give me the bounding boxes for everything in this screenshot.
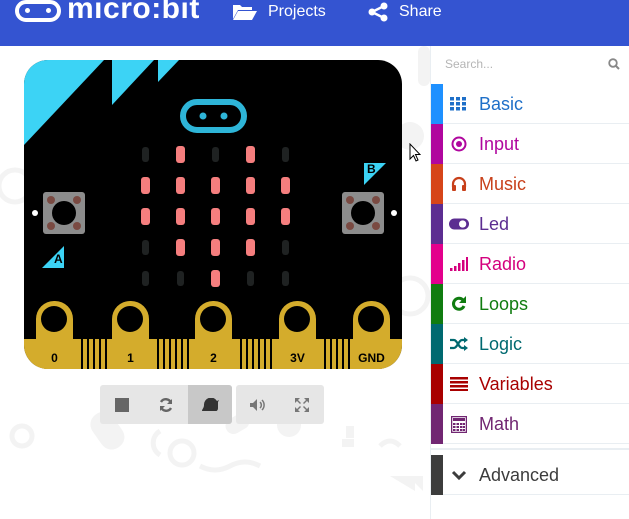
led-3-4 <box>282 240 289 255</box>
block-toolbox: Basic Input Music Led Radio Loops Logic … <box>430 46 629 519</box>
simulator-area: B A 0 1 2 3V GND <box>0 46 430 519</box>
category-label: Led <box>479 214 510 234</box>
restart-button[interactable] <box>144 385 188 424</box>
led-3-1 <box>176 239 185 256</box>
category-label: Advanced <box>479 465 560 485</box>
led-1-0 <box>141 177 150 194</box>
simulator-options <box>236 385 324 424</box>
board-corner-accents <box>24 60 386 268</box>
target-icon <box>449 135 469 153</box>
category-label: Basic <box>479 94 524 114</box>
category-radio[interactable]: Radio <box>431 244 629 284</box>
fullscreen-button[interactable] <box>280 385 324 424</box>
search-input[interactable] <box>445 57 595 71</box>
toolbox-separator <box>431 448 629 450</box>
led-2-3 <box>246 208 255 225</box>
button-a-indicator <box>32 210 38 216</box>
pin-0[interactable]: 0 <box>36 301 73 369</box>
chevron-down-icon <box>449 466 469 484</box>
led-4-1 <box>177 271 184 286</box>
category-loops[interactable]: Loops <box>431 284 629 324</box>
led-0-2 <box>212 147 219 162</box>
projects-button[interactable]: Projects <box>232 0 326 24</box>
shuffle-icon <box>449 335 469 353</box>
share-label: Share <box>399 3 442 20</box>
category-variables[interactable]: Variables <box>431 364 629 404</box>
stop-button[interactable] <box>100 385 144 424</box>
share-icon <box>368 2 388 22</box>
led-1-1 <box>176 177 185 194</box>
button-a-label: A <box>54 252 63 266</box>
category-label: Loops <box>479 294 529 314</box>
lines-icon <box>449 375 469 393</box>
category-input[interactable]: Input <box>431 124 629 164</box>
led-0-4 <box>282 147 289 162</box>
toggle-icon <box>449 215 469 233</box>
signal-icon <box>449 255 469 273</box>
search-icon[interactable] <box>608 58 620 70</box>
fullscreen-icon <box>295 397 309 412</box>
slow-mo-button[interactable] <box>188 385 232 424</box>
toolbox-search <box>431 46 629 82</box>
led-0-3 <box>246 146 255 163</box>
folder-open-icon <box>233 5 257 20</box>
led-2-1 <box>176 208 185 225</box>
microbit-logo[interactable]: micro:bit <box>15 0 200 26</box>
led-1-3 <box>246 177 255 194</box>
mute-button[interactable] <box>236 385 280 424</box>
stop-icon <box>115 397 129 412</box>
microbit-badge-icon <box>15 0 61 22</box>
category-led[interactable]: Led <box>431 204 629 244</box>
button-b-label: B <box>367 162 376 176</box>
mouse-cursor-icon <box>409 143 421 162</box>
led-3-2 <box>211 239 220 256</box>
category-label: Input <box>479 134 520 154</box>
category-label: Radio <box>479 254 527 274</box>
category-label: Variables <box>479 374 553 394</box>
loop-icon <box>449 295 469 313</box>
pin-3v[interactable]: 3V <box>279 301 316 369</box>
restart-icon <box>159 397 173 412</box>
led-0-0 <box>142 147 149 162</box>
logo-text: micro:bit <box>67 0 200 25</box>
category-basic[interactable]: Basic <box>431 84 629 124</box>
pin-1[interactable]: 1 <box>112 301 149 369</box>
led-2-0 <box>141 208 150 225</box>
snail-icon <box>202 397 219 411</box>
category-math[interactable]: Math <box>431 404 629 444</box>
button-a[interactable] <box>43 192 85 234</box>
led-3-3 <box>246 239 255 256</box>
led-0-1 <box>176 146 185 163</box>
category-music[interactable]: Music <box>431 164 629 204</box>
pin-gnd[interactable]: GND <box>353 301 390 369</box>
led-4-4 <box>282 271 289 286</box>
microbit-board: B A 0 1 2 3V GND <box>24 60 402 369</box>
header-bar: micro:bit Projects Share <box>0 0 629 46</box>
category-label: Logic <box>479 334 523 354</box>
simulator-controls <box>100 385 232 424</box>
button-b-indicator <box>391 210 397 216</box>
projects-label: Projects <box>268 3 326 20</box>
headphones-icon <box>449 175 469 193</box>
pin-2[interactable]: 2 <box>195 301 232 369</box>
calculator-icon <box>449 415 469 433</box>
led-4-2 <box>211 270 220 287</box>
led-2-2 <box>211 208 220 225</box>
category-label: Music <box>479 174 527 194</box>
button-b[interactable] <box>342 192 384 234</box>
volume-icon <box>250 398 265 411</box>
led-4-0 <box>142 271 149 286</box>
led-1-4 <box>281 177 290 194</box>
led-4-3 <box>247 271 254 286</box>
share-button[interactable]: Share <box>367 0 442 24</box>
category-logic[interactable]: Logic <box>431 324 629 364</box>
category-label: Math <box>479 414 520 434</box>
grid-icon <box>449 95 469 113</box>
category-advanced[interactable]: Advanced <box>431 455 629 495</box>
led-2-4 <box>281 208 290 225</box>
led-3-0 <box>142 240 149 255</box>
led-1-2 <box>211 177 220 194</box>
